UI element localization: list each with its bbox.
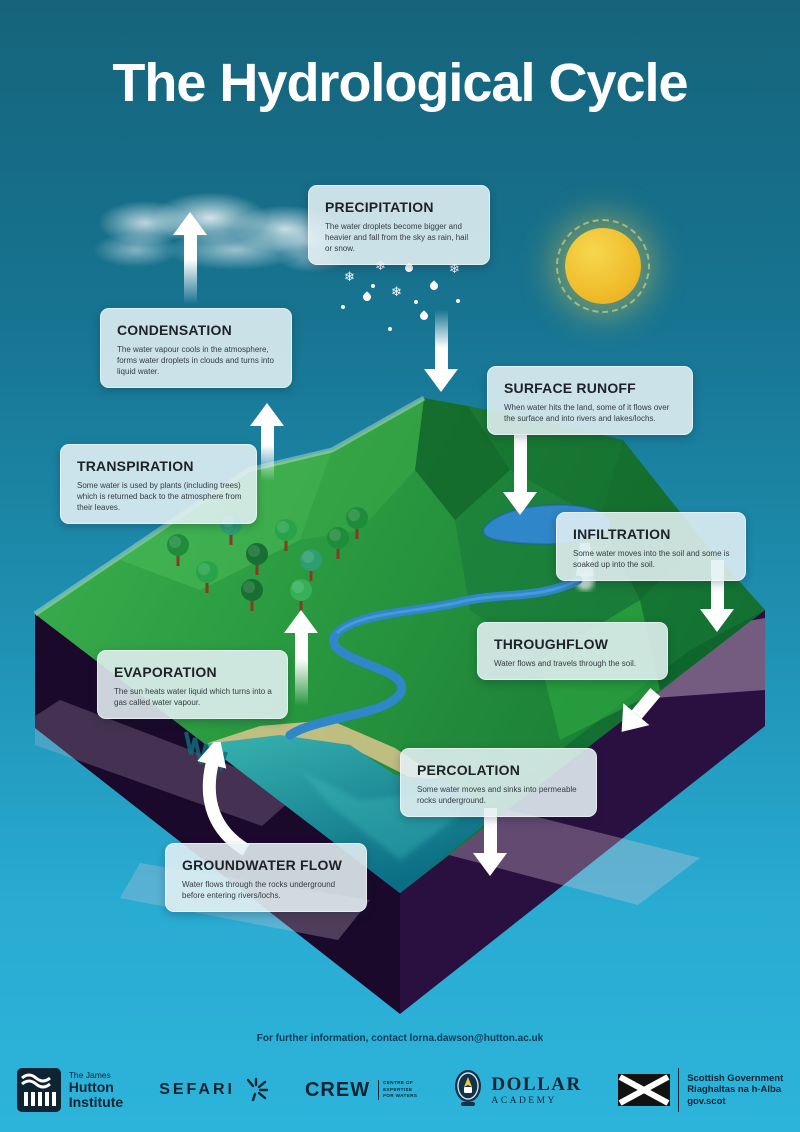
contact-info: For further information, contact lorna.d… [256, 1033, 544, 1044]
stage-description: Water flows through the rocks undergroun… [182, 880, 336, 901]
page-title: The Hydrological Cycle [112, 53, 688, 114]
stage-card-evaporation: EVAPORATION The sun heats water liquid w… [97, 650, 288, 720]
stage-description: When water hits the land, some of it flo… [504, 403, 670, 424]
crew-logo-text: CREW [304, 1078, 371, 1101]
dollar-logo-line: DOLLAR [491, 1074, 582, 1095]
rain-dot-icon [456, 299, 460, 303]
snowflake-icon: ❄ [344, 269, 355, 284]
hutton-logo-line: Hutton [68, 1078, 114, 1095]
scotgov-logo-line: gov.scot [687, 1095, 726, 1107]
stage-card-surface-runoff: SURFACE RUNOFF When water hits the land,… [487, 366, 693, 436]
dollar-logo-line: ACADEMY [491, 1096, 557, 1106]
rain-dot-icon [371, 284, 375, 288]
scotgov-logo-line: Scottish Government [687, 1072, 784, 1084]
stage-title: TRANSPIRATION [77, 458, 194, 474]
james-hutton-institute-logo: The James Hutton Institute [16, 1068, 124, 1112]
snowflake-icon: ❄ [375, 258, 386, 273]
percolation-down-arrow [473, 808, 507, 876]
crew-logo: CREW CENTRE OF EXPERTISE FOR WATERS [305, 1079, 417, 1102]
dollar-crest-icon [455, 1070, 482, 1106]
hutton-logo-line: The James [68, 1069, 111, 1080]
snowflake-icon: ❄ [449, 261, 460, 276]
sefari-logo: SEFARI [159, 1077, 269, 1103]
stage-description: Some water moves and sinks into permeabl… [417, 785, 577, 806]
stage-card-throughflow: THROUGHFLOW Water flows and travels thro… [477, 622, 668, 681]
hutton-icon [16, 1068, 61, 1112]
stage-description: The water droplets become bigger and hea… [325, 222, 469, 254]
stage-title: EVAPORATION [114, 664, 217, 680]
stage-card-precipitation: PRECIPITATION The water droplets become … [308, 185, 490, 266]
scotgov-logo-line: Riaghaltas na h-Alba [687, 1084, 782, 1096]
condensation-up-arrow [173, 212, 207, 304]
sefari-burst-icon [246, 1077, 269, 1102]
groundwater-curved-arrow [197, 742, 250, 856]
stage-title: PRECIPITATION [325, 199, 434, 215]
throughflow-diagonal-arrow [608, 681, 668, 743]
partner-logos: The James Hutton Institute SEFARI CREW [0, 1056, 800, 1124]
stage-title: GROUNDWATER FLOW [182, 857, 343, 873]
dollar-academy-logo: DOLLAR ACADEMY [453, 1069, 581, 1111]
stage-description: The water vapour cools in the atmosphere… [117, 345, 274, 377]
raindrop-icon [361, 291, 373, 303]
sefari-logo-text: SEFARI [159, 1081, 235, 1098]
stage-title: CONDENSATION [117, 322, 232, 338]
stage-card-percolation: PERCOLATION Some water moves and sinks i… [400, 748, 597, 818]
surface-runoff-down-arrow [503, 435, 537, 515]
snowflake-icon: ❄ [391, 284, 402, 299]
sun-icon [556, 219, 650, 313]
stage-description: Some water moves into the soil and some … [573, 549, 730, 570]
stage-card-condensation: CONDENSATION The water vapour cools in t… [100, 308, 292, 389]
crew-logo-subline: FOR WATERS [383, 1093, 418, 1099]
stage-title: THROUGHFLOW [494, 636, 609, 652]
crew-logo-subline: EXPERTISE [383, 1086, 413, 1092]
stage-description: Some water is used by plants (including … [77, 481, 242, 513]
stage-card-groundwater-flow: GROUNDWATER FLOW Water flows through the… [165, 843, 367, 913]
precipitation-down-arrow [424, 310, 458, 392]
stage-card-transpiration: TRANSPIRATION Some water is used by plan… [60, 444, 257, 525]
rain-dot-icon [388, 327, 392, 331]
stage-title: INFILTRATION [573, 526, 671, 542]
rain-dot-icon [341, 305, 345, 309]
crew-logo-subline: CENTRE OF [383, 1080, 414, 1086]
stage-title: PERCOLATION [417, 762, 521, 778]
saltire-flag-icon [617, 1074, 670, 1106]
scottish-government-logo: Scottish Government Riaghaltas na h-Alba… [617, 1068, 784, 1112]
raindrop-icon [428, 280, 440, 292]
evaporation-up-arrow [284, 610, 318, 706]
hutton-logo-line: Institute [68, 1094, 124, 1110]
stage-description: Water flows and travels through the soil… [494, 659, 636, 668]
logo-divider [677, 1068, 680, 1112]
stage-card-infiltration: INFILTRATION Some water moves into the s… [556, 512, 746, 582]
stage-title: SURFACE RUNOFF [504, 380, 636, 396]
rain-dot-icon [414, 300, 418, 304]
stage-description: The sun heats water liquid which turns i… [114, 687, 272, 708]
